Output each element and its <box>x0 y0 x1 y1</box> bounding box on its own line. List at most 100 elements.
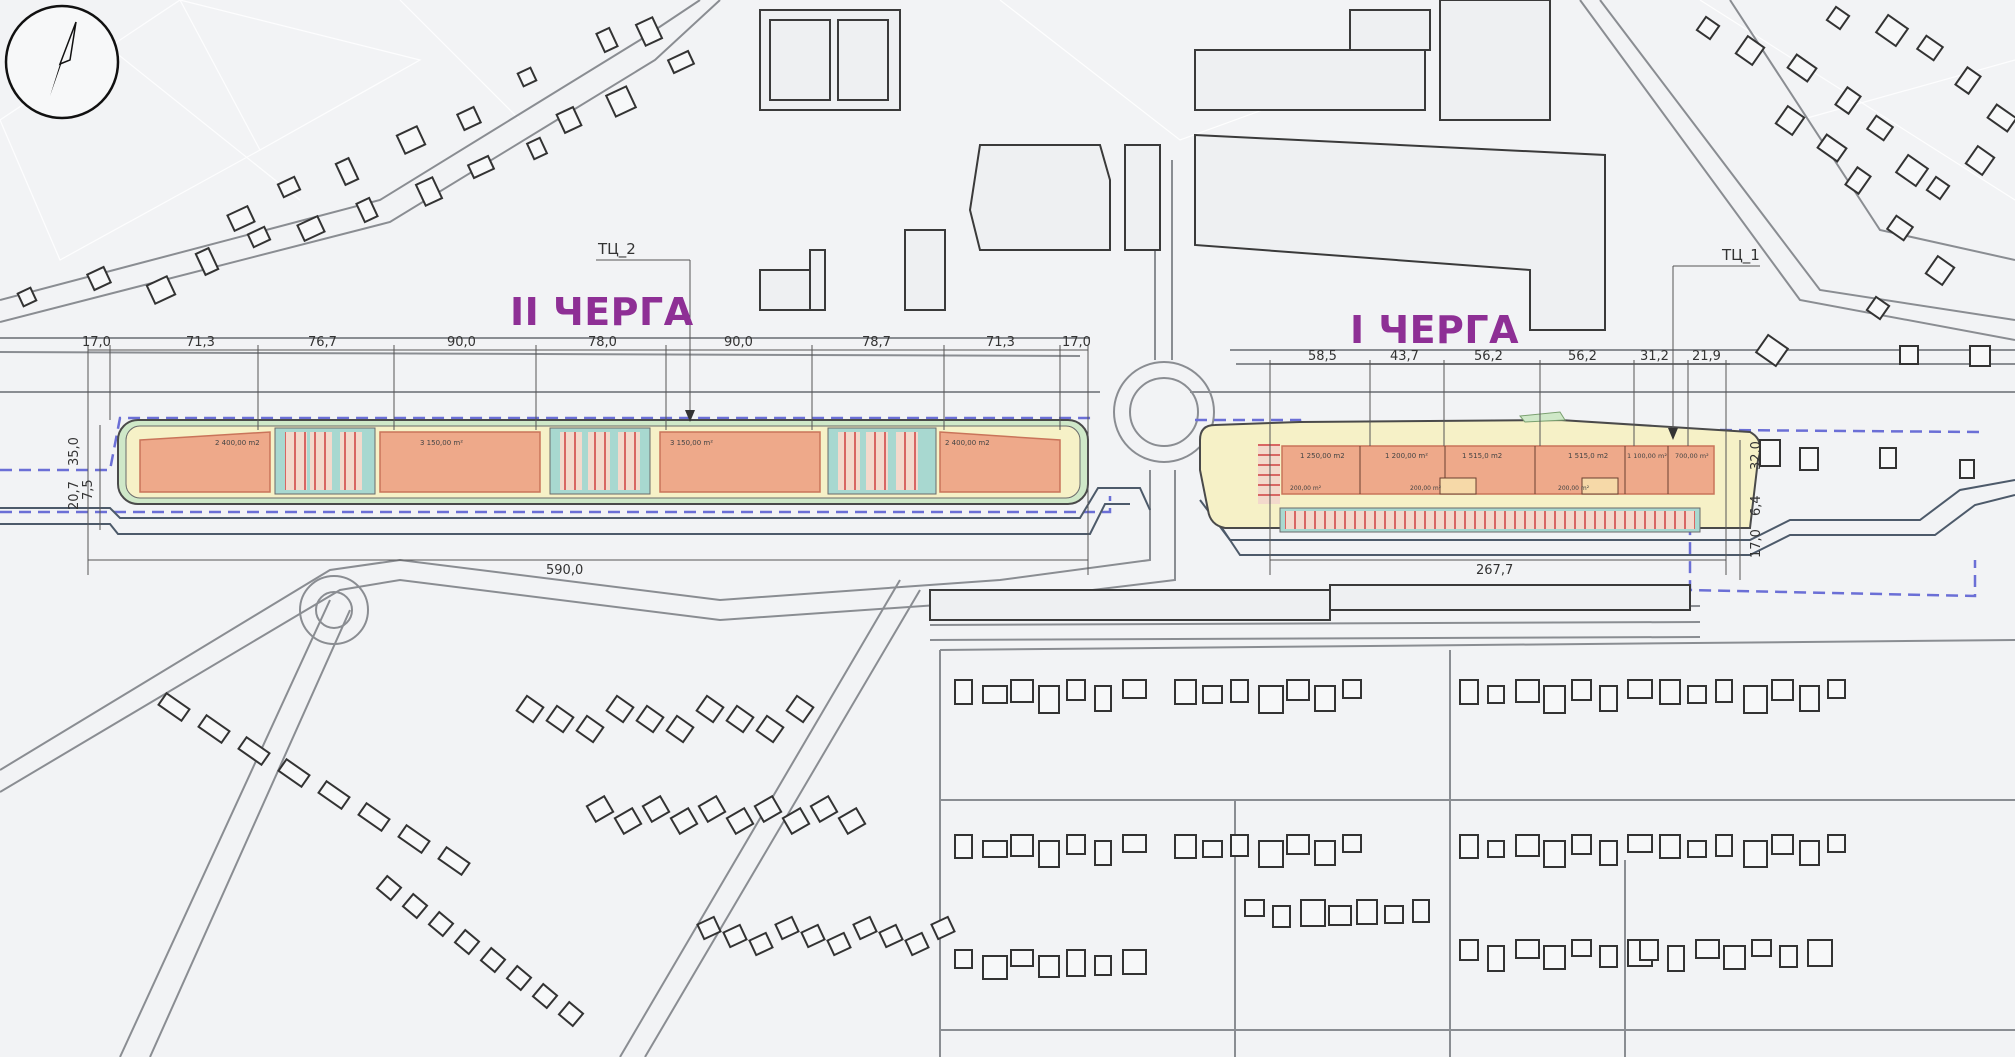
house <box>613 806 643 836</box>
house <box>437 845 471 877</box>
dim-west-6: 90,0 <box>724 335 753 350</box>
house <box>1202 840 1223 858</box>
east-dimensions <box>1269 265 1760 580</box>
house <box>878 923 904 949</box>
house <box>505 964 533 992</box>
house <box>1695 15 1721 41</box>
house <box>1599 685 1618 712</box>
house <box>1627 679 1653 699</box>
house <box>515 694 545 724</box>
west-complex: 2 400,00 m2 3 150,00 m² 3 150,00 m² 2 40… <box>117 419 1089 505</box>
east-complex: 1 250,00 m2 1 200,00 m² 1 515,0 m2 1 515… <box>1199 411 1762 533</box>
house <box>1384 905 1404 924</box>
roundabouts <box>299 361 1215 645</box>
west-dimensions <box>87 259 1089 575</box>
house <box>774 915 800 941</box>
house <box>1754 333 1790 368</box>
house <box>1122 834 1147 853</box>
house <box>1659 679 1681 705</box>
north-arrow-icon <box>4 4 120 120</box>
area-west-3: 3 150,00 m² <box>670 439 713 447</box>
house <box>1258 840 1284 868</box>
dim-west-total: 590,0 <box>546 563 583 578</box>
house <box>1774 104 1806 137</box>
dim-west-v2: 20,7 <box>67 481 82 510</box>
house <box>557 1000 585 1028</box>
house <box>555 105 583 135</box>
house <box>277 757 311 789</box>
house <box>466 154 496 180</box>
dim-west-1: 17,0 <box>82 335 111 350</box>
house <box>1286 834 1310 855</box>
dim-west-v3: 7,5 <box>81 479 96 500</box>
house <box>1865 114 1895 142</box>
house <box>395 124 427 156</box>
dim-east-2: 43,7 <box>1390 349 1419 364</box>
house <box>1122 679 1147 699</box>
dim-west-8: 71,3 <box>986 335 1015 350</box>
dim-east-v3: 17,0 <box>1749 529 1764 558</box>
house <box>1459 939 1479 961</box>
house <box>226 204 256 233</box>
house <box>1342 834 1362 853</box>
house <box>1459 834 1479 859</box>
house <box>954 679 973 705</box>
house <box>1816 133 1848 163</box>
area-east-2: 1 200,00 m² <box>1385 452 1428 460</box>
house <box>1571 939 1592 957</box>
house <box>1066 949 1086 977</box>
house <box>1954 65 1982 96</box>
phase-2-label: II ЧЕРГА <box>510 290 694 334</box>
dim-east-6: 21,9 <box>1692 349 1721 364</box>
house <box>605 694 635 724</box>
dim-west-9: 17,0 <box>1062 335 1091 350</box>
east-dim-labels: 58,5 43,7 56,2 56,2 31,2 21,9 267,7 32,0… <box>1308 246 1764 578</box>
dim-east-1: 58,5 <box>1308 349 1337 364</box>
dim-west-v1: 35,0 <box>67 437 82 466</box>
tc2-pointer <box>685 410 695 422</box>
house <box>1959 459 1975 479</box>
house <box>1667 945 1685 972</box>
house <box>401 892 429 920</box>
house <box>1038 840 1060 868</box>
house <box>1779 945 1798 968</box>
area-east-small-1: 200,00 m² <box>1290 485 1322 492</box>
house <box>1571 679 1592 701</box>
house <box>197 713 231 745</box>
house <box>665 714 695 744</box>
house <box>1258 685 1284 714</box>
house <box>455 105 483 132</box>
house <box>357 801 391 833</box>
house <box>1695 939 1720 959</box>
house <box>722 923 748 949</box>
house <box>1915 34 1945 62</box>
house <box>1356 899 1378 925</box>
house <box>1799 685 1820 712</box>
dim-west-5: 78,0 <box>588 335 617 350</box>
house <box>246 225 272 249</box>
house <box>1174 679 1197 705</box>
house <box>317 779 351 811</box>
house <box>157 691 191 723</box>
house <box>585 794 615 824</box>
area-east-5: 1 100,00 m² <box>1627 452 1667 460</box>
dim-west-4: 90,0 <box>447 335 476 350</box>
house <box>1827 834 1846 853</box>
house <box>1543 840 1566 868</box>
house <box>1038 955 1060 978</box>
house <box>666 49 696 75</box>
house <box>595 26 619 54</box>
house <box>1314 685 1336 712</box>
house <box>1328 905 1352 926</box>
house <box>635 704 665 734</box>
house <box>1786 53 1818 83</box>
house <box>1743 685 1768 714</box>
house <box>982 955 1008 980</box>
house <box>697 794 727 824</box>
house <box>837 806 867 836</box>
house <box>1924 254 1956 287</box>
house <box>954 949 973 969</box>
area-east-6: 700,00 m² <box>1675 452 1709 460</box>
